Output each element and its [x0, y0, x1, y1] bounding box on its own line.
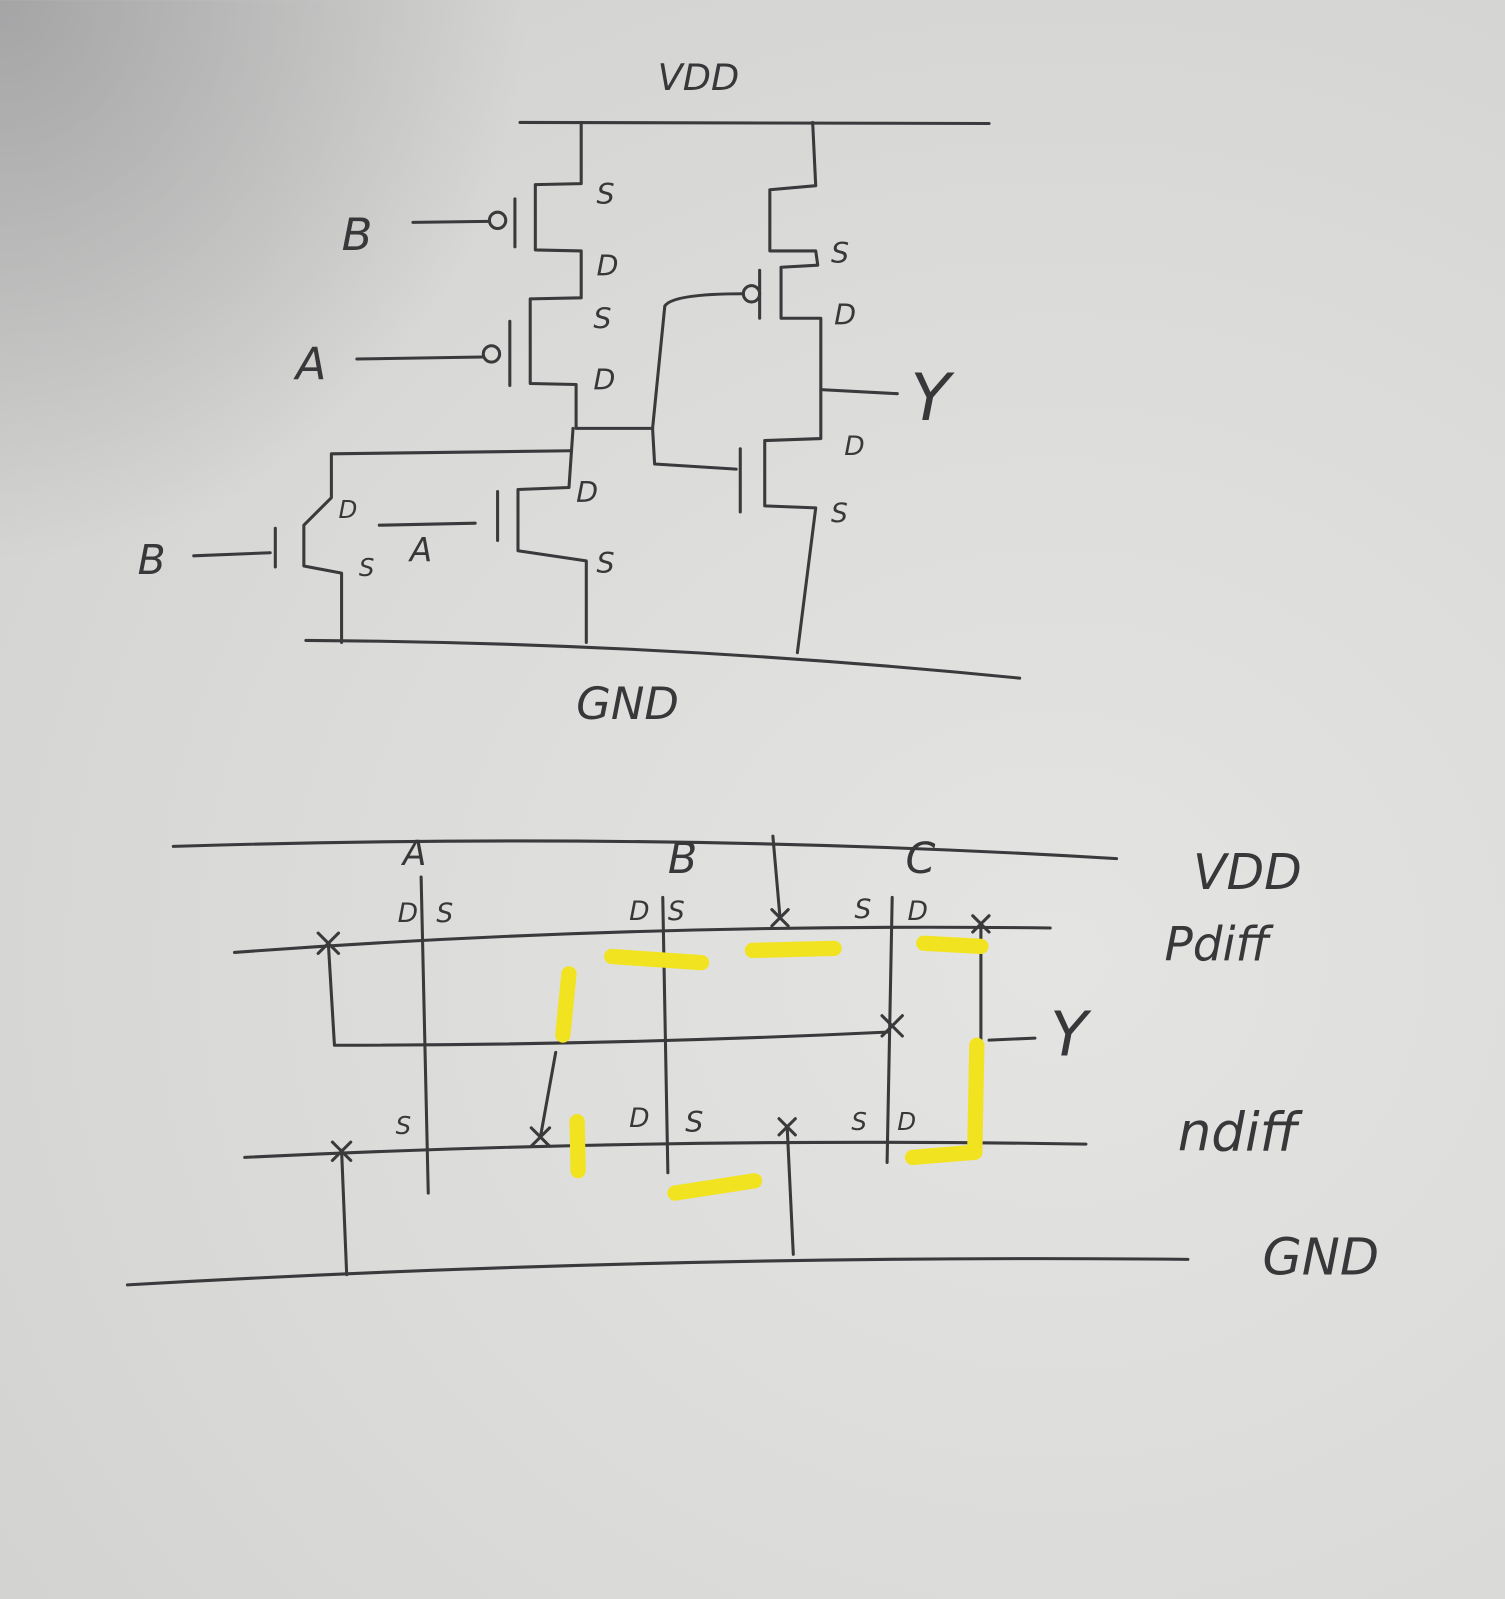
gate-b-n-left-label: D	[629, 1103, 649, 1134]
gate-c-p-right-label: D	[907, 896, 927, 927]
gate-c-label: C	[905, 834, 935, 884]
gate-c-n-left-label: S	[851, 1107, 867, 1136]
vdd-contact-wire	[771, 834, 782, 920]
pmos-a-drain-label: D	[593, 363, 615, 397]
output-label: Y	[911, 360, 956, 436]
gate-a-p-right-label: S	[436, 898, 453, 929]
pdiff-line	[232, 925, 1052, 954]
inv-nmos-drain-label: D	[844, 431, 864, 462]
nmos-b-source-label: S	[359, 553, 375, 582]
transistor-schematic: VDD B S D A S D A D S B D S Y S D	[138, 56, 1022, 730]
output-stub	[987, 1036, 1037, 1042]
gate-c-n-right-label: D	[897, 1107, 916, 1136]
pmos-a-input-wire	[355, 355, 484, 361]
gate-b-p-right-label: S	[668, 896, 685, 927]
gate-a-n-right-label: S	[396, 1111, 412, 1140]
gate-b-label: B	[668, 834, 697, 884]
pdiff-to-ndiff-wire	[326, 941, 891, 1047]
contact-icon	[880, 1014, 904, 1038]
nmos-b-drain-label: D	[339, 495, 358, 524]
contact-icon	[316, 931, 341, 955]
pmos-b-drain-label: D	[596, 248, 618, 282]
pmos-b-input-wire	[411, 219, 489, 224]
vdd-rail	[518, 120, 991, 126]
contact-marks	[316, 908, 991, 1162]
stick-gnd-label: GND	[1262, 1229, 1379, 1288]
yellow-highlight-box	[555, 935, 989, 1201]
output-wire	[819, 388, 899, 396]
contact-icon	[971, 914, 991, 934]
contact-icon	[330, 1140, 353, 1162]
gnd-label: GND	[576, 677, 679, 730]
contact-icon	[777, 1117, 797, 1137]
inv-nmos-source-label: S	[831, 498, 848, 529]
pmos-stack-wire	[528, 120, 655, 430]
gate-a-p-left-label: D	[398, 898, 418, 929]
pmos-a-bubble	[481, 344, 502, 364]
vdd-label: VDD	[658, 56, 740, 99]
pmos-b-bubble	[487, 210, 508, 231]
ndiff-line	[243, 1140, 1088, 1159]
gate-b-n-right-label: S	[685, 1105, 703, 1139]
nmos-b-wire	[302, 449, 573, 645]
gate-b-p-left-label: D	[629, 896, 649, 927]
contact-icon	[770, 908, 790, 928]
gate-a-poly	[419, 875, 430, 1195]
ndiff-label: ndiff	[1178, 1101, 1304, 1163]
nmos-a-source-label: S	[596, 546, 614, 580]
inverter-input-wire-top	[651, 292, 745, 430]
stick-gnd-rail	[125, 1257, 1190, 1287]
inv-pmos-source-label: S	[831, 236, 849, 270]
nmos-a-gate-label: A	[408, 531, 432, 569]
stick-output-label: Y	[1050, 999, 1092, 1070]
nmos-a-input-wire	[377, 521, 477, 527]
pmos-a-gate-label: A	[293, 337, 327, 390]
nmos-b-gate-label: B	[138, 536, 166, 584]
stick-vdd-rail	[171, 839, 1119, 861]
gnd-contact-wire-right	[785, 1125, 795, 1256]
nmos-a-drain-label: D	[576, 475, 598, 509]
gnd-rail	[304, 638, 1022, 680]
series-node-wire	[538, 1050, 558, 1139]
contact-icon	[529, 1126, 552, 1148]
pmos-a-source-label: S	[593, 301, 611, 335]
gate-a-label: A	[401, 834, 427, 874]
stick-diagram: VDD Pdiff ndiff GND A B C D S D S S D S …	[125, 834, 1379, 1288]
gate-c-p-left-label: S	[854, 894, 871, 925]
pdiff-label: Pdiff	[1164, 918, 1274, 973]
inverter-wire	[763, 120, 823, 655]
nmos-b-input-wire	[192, 551, 272, 558]
stick-vdd-label: VDD	[1193, 844, 1302, 901]
gate-b-poly	[661, 895, 670, 1175]
gnd-contact-wire-left	[340, 1148, 349, 1277]
pmos-b-gate-label: B	[342, 208, 373, 261]
inverter-input-wire-bottom	[651, 426, 738, 471]
pmos-b-source-label: S	[596, 177, 614, 211]
inv-pmos-drain-label: D	[834, 297, 856, 331]
nmos-a-wire	[516, 426, 588, 645]
